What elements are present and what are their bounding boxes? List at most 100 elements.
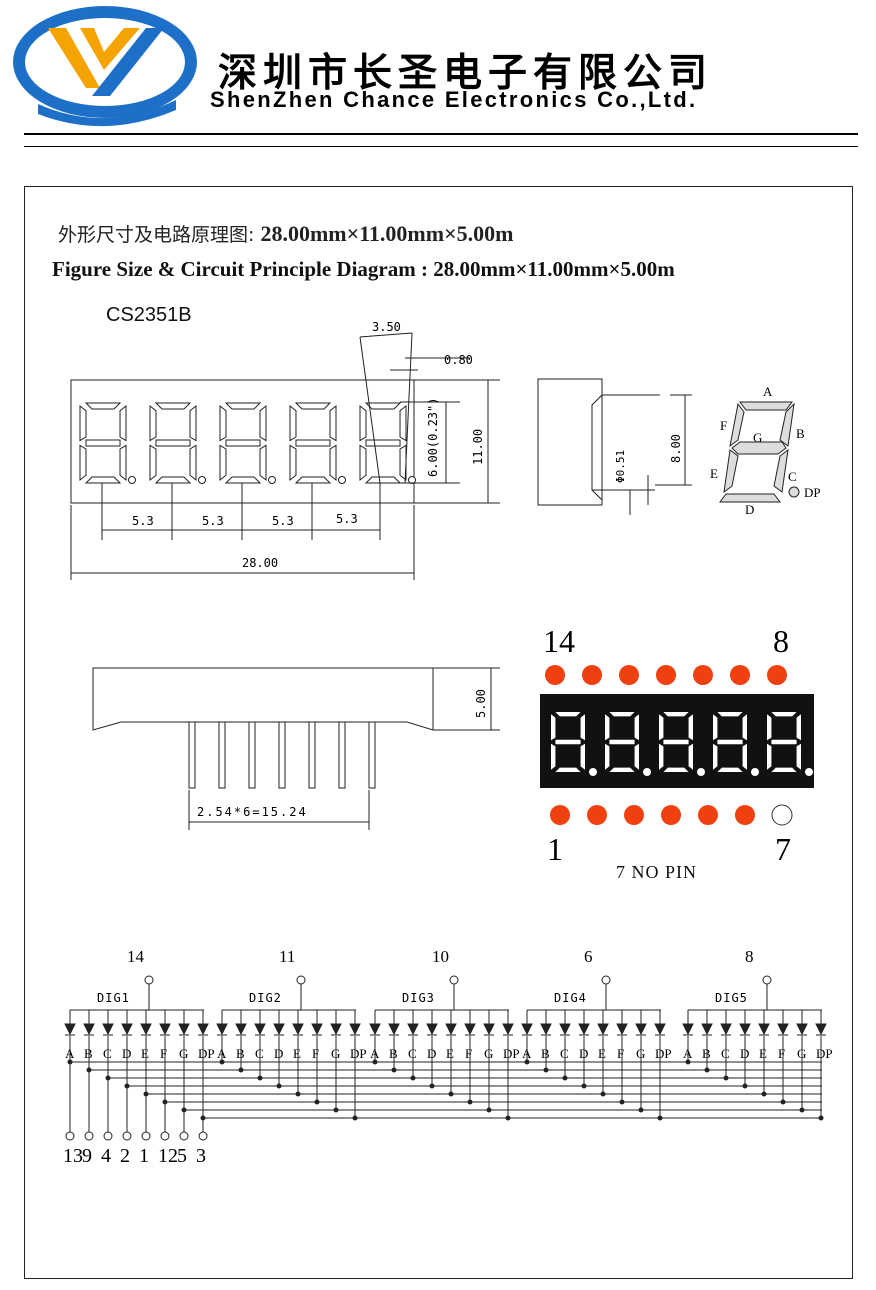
dp-size-label: 0.80 <box>444 353 473 367</box>
segment-d <box>609 767 635 772</box>
segment-pin-number-g: 5 <box>177 1145 187 1167</box>
segment-pin-number-f: 12 <box>158 1145 178 1167</box>
segment-d <box>555 767 581 772</box>
top-pin-dot-13 <box>582 665 602 685</box>
diode-2-f <box>311 1023 323 1036</box>
segment-f <box>767 714 772 741</box>
diode-2-e <box>292 1023 304 1036</box>
diode-4-a <box>521 1023 533 1036</box>
segment-label-4-e: E <box>598 1046 606 1061</box>
segment-label-4-dp: DP <box>655 1046 672 1061</box>
digit-label-1: DIG1 <box>97 991 130 1005</box>
diode-3-f <box>464 1023 476 1036</box>
bottom-pin-1 <box>188 721 196 789</box>
pitch-label-4: 5.3 <box>336 512 358 526</box>
segment-label-2-b: B <box>236 1046 245 1061</box>
company-logo <box>13 6 197 127</box>
diode-3-e <box>445 1023 457 1036</box>
segment-a <box>224 402 262 410</box>
segment-g <box>771 739 797 745</box>
diode-2-g <box>330 1023 342 1036</box>
segment-label-5-f: F <box>778 1046 785 1061</box>
segment-f <box>359 404 367 442</box>
diode-5-e <box>758 1023 770 1036</box>
segment-label-1-b: B <box>84 1046 93 1061</box>
segment-pin-f <box>160 1131 170 1141</box>
digit-pin-label-4: 6 <box>584 947 593 966</box>
pitch-label-3: 5.3 <box>272 514 294 528</box>
diode-2-a <box>216 1023 228 1036</box>
segment-pin-number-dp: 3 <box>196 1145 206 1167</box>
segment-c <box>796 743 801 770</box>
diode-3-b <box>388 1023 400 1036</box>
segment-c <box>580 743 585 770</box>
total-width-label: 28.00 <box>242 556 278 570</box>
segment-label-4-f: F <box>617 1046 624 1061</box>
front-decimal-point-4 <box>338 476 346 484</box>
segment-f <box>713 714 718 741</box>
segment-g <box>155 439 191 447</box>
bottom-pin-5 <box>308 721 316 789</box>
segment-label-2-dp: DP <box>350 1046 367 1061</box>
segment-label-3-g: G <box>484 1046 493 1061</box>
segment-label-1-c: C <box>103 1046 112 1061</box>
diode-4-dp <box>654 1023 666 1036</box>
bottom-pin-4 <box>278 721 286 789</box>
pinout-digit-5 <box>767 712 801 772</box>
segment-f <box>605 714 610 741</box>
header-divider <box>24 133 858 135</box>
segment-c <box>329 444 337 482</box>
segment-pin-g <box>179 1131 189 1141</box>
diode-1-dp <box>197 1023 209 1036</box>
segment-b <box>399 404 407 442</box>
segment-f <box>551 714 556 741</box>
segment-label-3-f: F <box>465 1046 472 1061</box>
segment-e <box>149 444 157 482</box>
height-label: 11.00 <box>471 429 485 465</box>
pin-7-label: 7 <box>775 831 791 867</box>
segment-e <box>551 743 556 770</box>
segment-pin-d <box>122 1131 132 1141</box>
top-pin-dot-11 <box>656 665 676 685</box>
segment-e <box>79 444 87 482</box>
diode-2-c <box>254 1023 266 1036</box>
segment-label-1-dp: DP <box>198 1046 215 1061</box>
seg-label-c: C <box>788 469 797 484</box>
front-digit-4 <box>289 402 337 484</box>
seg-label-a: A <box>763 384 773 399</box>
side-view-drawing: Φ0.51 8.00 <box>537 378 692 515</box>
segment-d <box>771 767 797 772</box>
segment-label-5-b: B <box>702 1046 711 1061</box>
pitch-label-1: 5.3 <box>132 514 154 528</box>
segment-b <box>259 404 267 442</box>
header: 深圳市长圣电子有限公司 ShenZhen Chance Electronics … <box>0 0 876 150</box>
segment-g <box>295 439 331 447</box>
diode-4-g <box>635 1023 647 1036</box>
front-digit-1 <box>79 402 127 484</box>
segment-d <box>364 476 402 484</box>
segment-g <box>663 739 689 745</box>
diode-4-e <box>597 1023 609 1036</box>
diode-1-f <box>159 1023 171 1036</box>
diode-5-f <box>777 1023 789 1036</box>
digit-pin-label-3: 10 <box>432 947 449 966</box>
front-digit-2 <box>149 402 197 484</box>
diode-5-g <box>796 1023 808 1036</box>
pinout-decimal-point-4 <box>751 768 759 776</box>
diode-3-d <box>426 1023 438 1036</box>
segment-label-1-e: E <box>141 1046 149 1061</box>
segment-pin-c <box>103 1131 113 1141</box>
header-divider-thin <box>24 146 858 147</box>
digit-label-2: DIG2 <box>249 991 282 1005</box>
diode-3-g <box>483 1023 495 1036</box>
segment-label-4-g: G <box>636 1046 645 1061</box>
pinout-digit-2 <box>605 712 639 772</box>
segment-f <box>289 404 297 442</box>
segment-label-3-dp: DP <box>503 1046 520 1061</box>
top-pin-dot-12 <box>619 665 639 685</box>
pinout-digit-4 <box>713 712 747 772</box>
digit-pin-label-2: 11 <box>279 947 295 966</box>
segment-g <box>225 439 261 447</box>
segment-b <box>634 714 639 741</box>
